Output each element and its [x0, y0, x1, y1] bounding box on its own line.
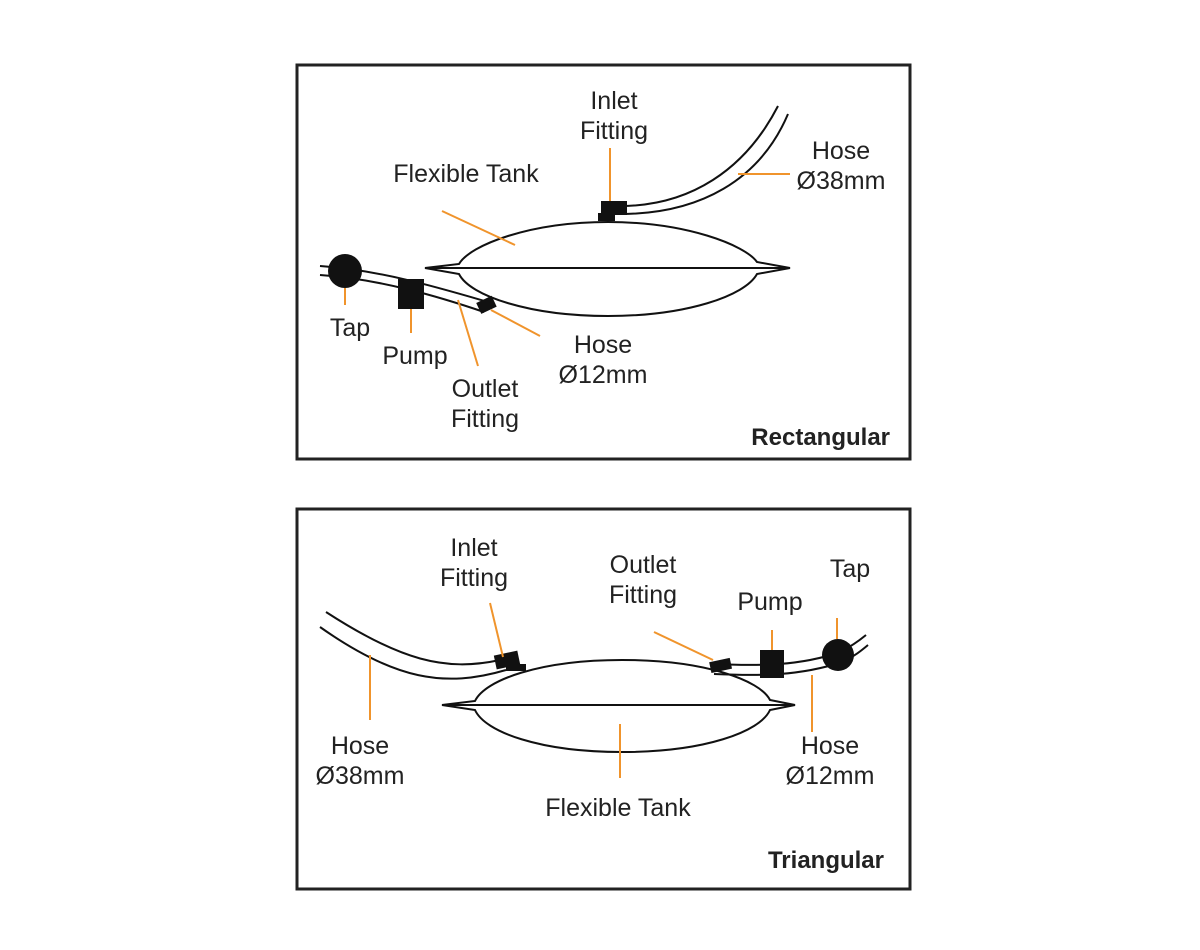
label-hose-38mm-line2: Ø38mm [316, 762, 405, 790]
outlet-fitting [709, 657, 733, 673]
pump [398, 279, 424, 309]
leader-lines [344, 148, 790, 367]
label-outlet-line2: Fitting [451, 405, 519, 433]
pump [760, 650, 784, 678]
label-flexible-tank: Flexible Tank [545, 794, 691, 822]
outlet-fitting [476, 295, 497, 314]
label-hose-12mm-line2: Ø12mm [786, 762, 875, 790]
label-hose-38mm-line1: Hose [331, 732, 389, 760]
flexible-tank [424, 220, 791, 318]
panel-triangular-frame [295, 507, 912, 891]
label-hose-12mm-line2: Ø12mm [559, 361, 648, 389]
label-inlet-line2: Fitting [580, 117, 648, 145]
tap [328, 254, 362, 288]
hose-38mm [619, 105, 789, 215]
label-hose-12mm-line1: Hose [574, 331, 632, 359]
label-outlet-line2: Fitting [609, 581, 677, 609]
label-inlet-line1: Inlet [590, 87, 637, 115]
leader-hose-12mm [490, 309, 541, 337]
label-tap: Tap [830, 555, 870, 583]
label-hose-38mm-line1: Hose [812, 137, 870, 165]
label-pump: Pump [382, 342, 447, 370]
label-inlet-line2: Fitting [440, 564, 508, 592]
flexible-tank [441, 658, 796, 754]
label-outlet-line1: Outlet [452, 375, 519, 403]
label-pump: Pump [737, 588, 802, 616]
leader-outlet [653, 631, 714, 661]
leader-tank [441, 210, 516, 246]
label-flexible-tank: Flexible Tank [393, 160, 539, 188]
label-inlet-line1: Inlet [450, 534, 497, 562]
hose-38mm [319, 611, 507, 680]
inlet-fitting [493, 650, 526, 671]
panel-rectangular: Inlet Fitting Flexible Tank Hose Ø38mm T… [295, 63, 912, 461]
panel-title-rectangular: Rectangular [751, 424, 890, 451]
panel-title-triangular: Triangular [768, 847, 884, 874]
tap [822, 639, 854, 671]
inlet-fitting [598, 201, 627, 221]
label-hose-38mm-line2: Ø38mm [797, 167, 886, 195]
label-hose-12mm-line1: Hose [801, 732, 859, 760]
label-outlet-line1: Outlet [610, 551, 677, 579]
label-tap: Tap [330, 314, 370, 342]
leader-inlet [489, 602, 504, 658]
panel-rectangular-frame [295, 63, 912, 461]
leader-outlet [457, 299, 479, 367]
leader-lines [369, 602, 838, 778]
panel-triangular: Inlet Fitting Outlet Fitting Tap Pump Ho… [295, 507, 912, 891]
